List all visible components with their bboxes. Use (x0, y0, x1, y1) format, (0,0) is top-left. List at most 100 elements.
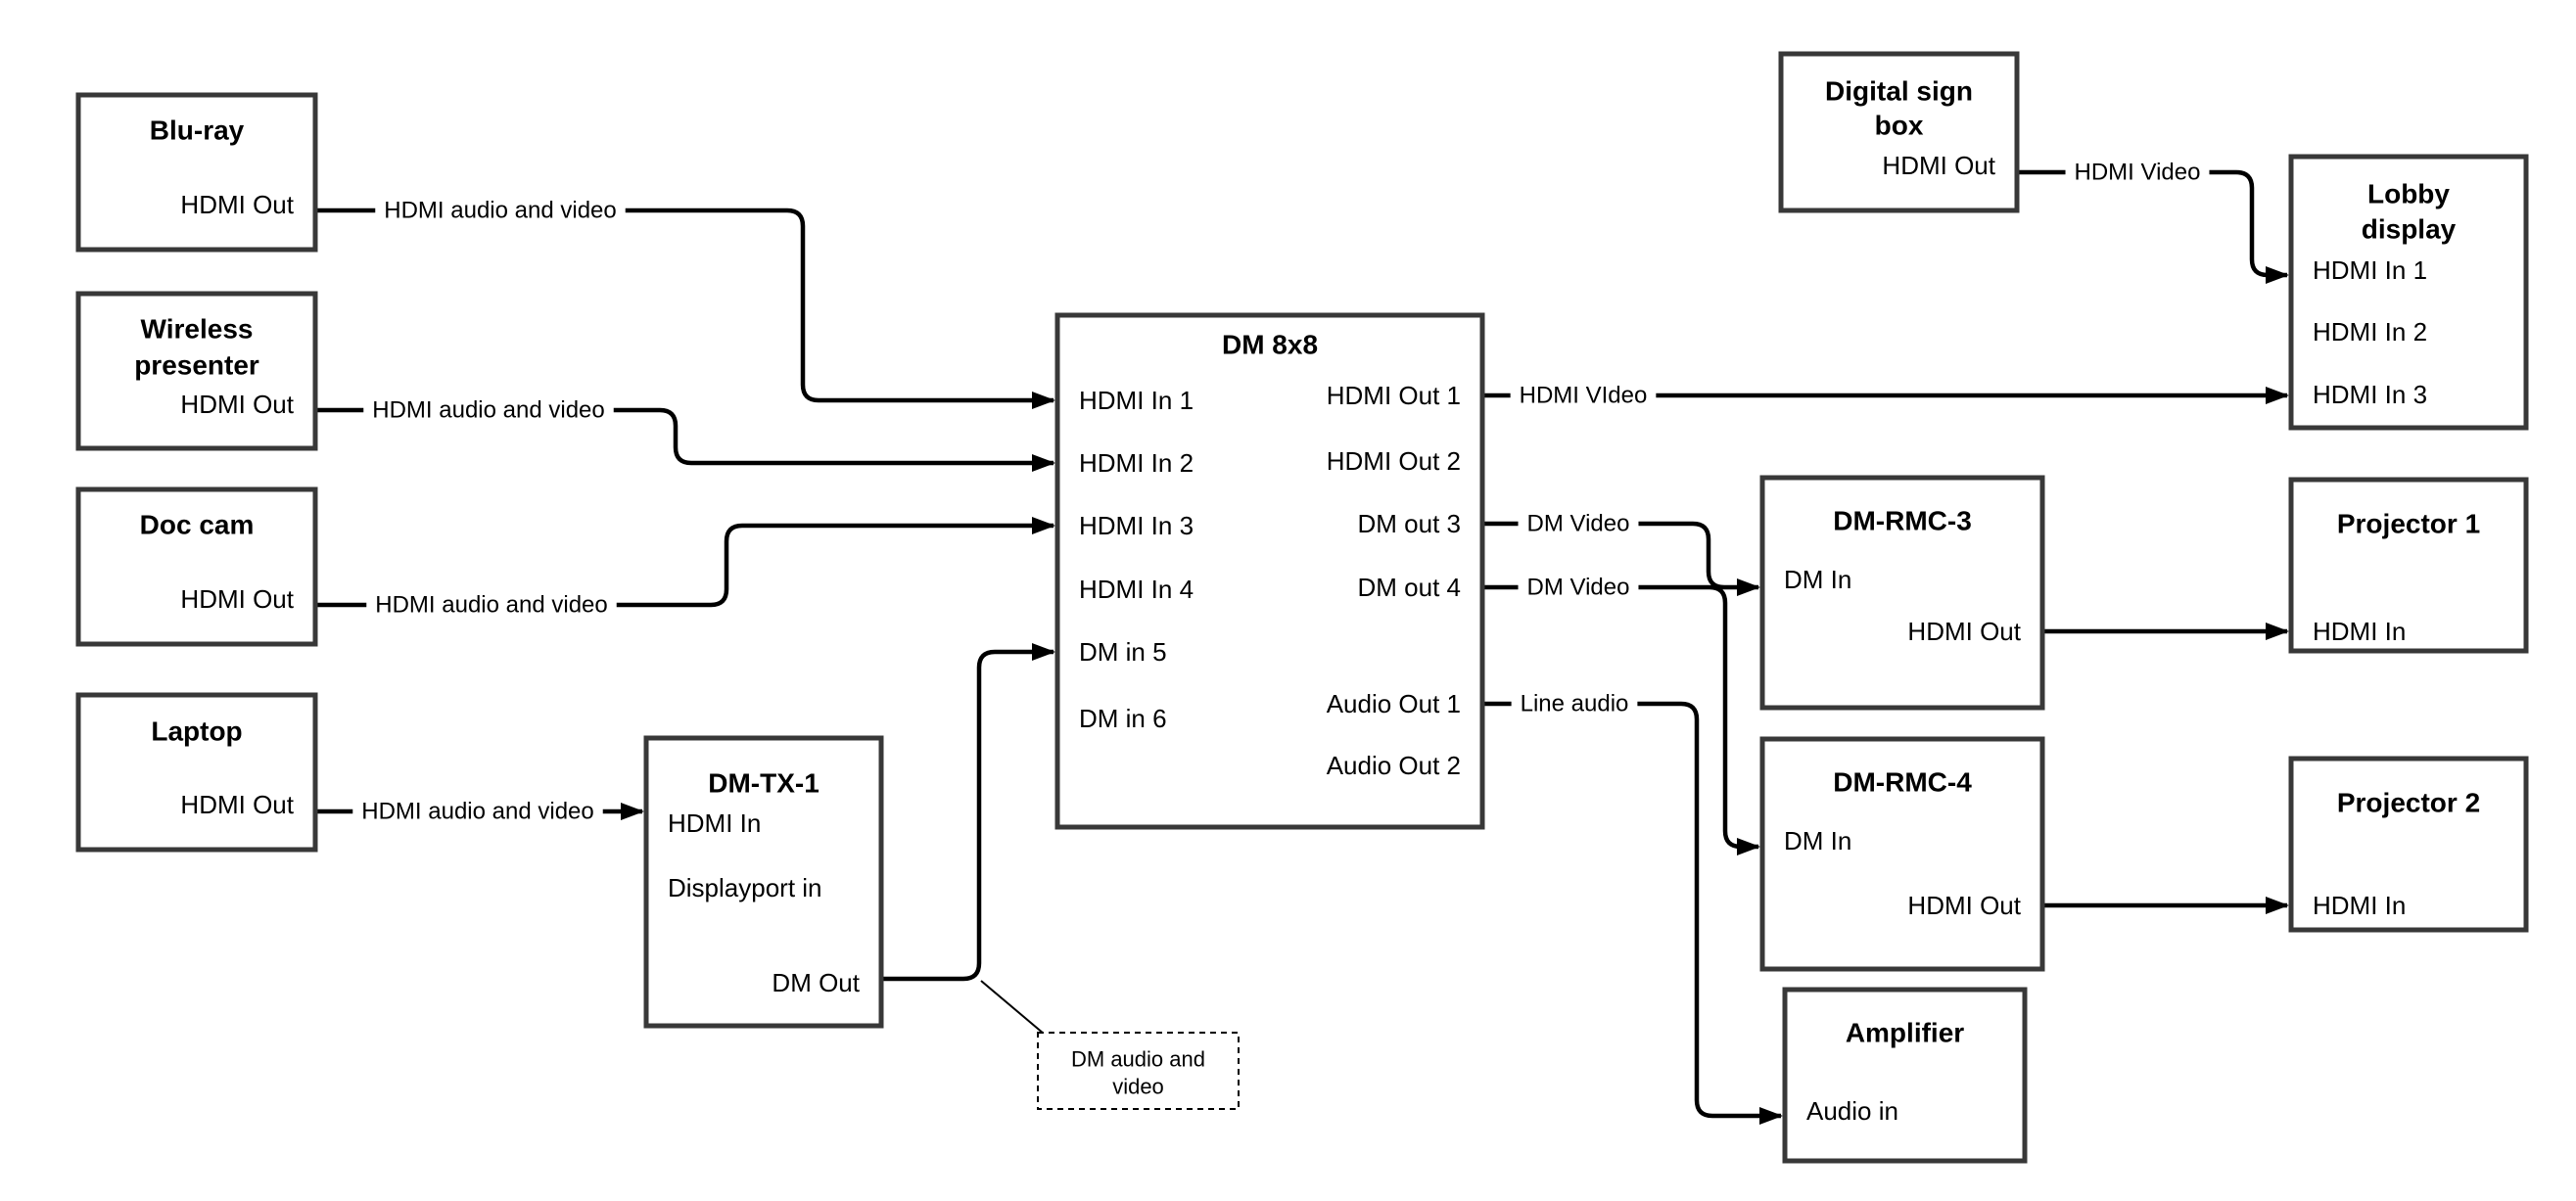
dm-rmc-4-port-dm-in: DM In (1784, 826, 1851, 855)
dm-rmc-4-port-hdmi-out: HDMI Out (1907, 891, 2021, 920)
laptop-title-line-1: Laptop (151, 716, 242, 747)
projector-1-port-hdmi-in: HDMI In (2313, 617, 2406, 646)
doc-cam-title-line-1: Doc cam (140, 510, 255, 540)
node-dm-rmc-3: DM-RMC-3 DM In HDMI Out (1759, 475, 2045, 711)
lobby-display-port-hdmi-in-2: HDMI In 2 (2313, 317, 2427, 346)
dm-tx-1-port-dm-out: DM Out (772, 968, 860, 997)
dm-8x8-port-hdmi-in-2: HDMI In 2 (1079, 448, 1194, 478)
amplifier-port-audio-in: Audio in (1806, 1096, 1898, 1126)
dm-8x8-port-hdmi-in-4: HDMI In 4 (1079, 575, 1194, 604)
node-projector-2: Projector 2 HDMI In (2288, 756, 2529, 933)
annotation-box (1037, 1032, 1240, 1110)
wire-label-bg-dm-hdmiout1-to-lobby-in3 (1510, 380, 1657, 411)
wire-label-bg-blu-ray-hdmi-to-dm-in1 (375, 195, 626, 226)
wireless-presenter-title-line-2: presenter (134, 350, 259, 381)
annotation-text-line-1: DM audio and (1071, 1047, 1205, 1072)
wire-label-bg-dm-out3-to-dm-rmc-3 (1518, 508, 1639, 539)
laptop-box (75, 692, 318, 853)
lobby-display-port-hdmi-in-1: HDMI In 1 (2313, 255, 2427, 285)
laptop-port-hdmi-out: HDMI Out (180, 790, 294, 819)
lobby-display-box (2288, 154, 2529, 431)
wire-doc-cam-hdmi-to-dm-in3 (315, 517, 1055, 608)
dm-rmc-4-title-line-1: DM-RMC-4 (1833, 767, 1972, 798)
doc-cam-port-hdmi-out: HDMI Out (180, 584, 294, 614)
dm-8x8-port-hdmi-in-1: HDMI In 1 (1079, 386, 1194, 415)
dm-rmc-3-port-hdmi-out: HDMI Out (1907, 617, 2021, 646)
projector-2-port-hdmi-in: HDMI In (2313, 891, 2406, 920)
blu-ray-box (75, 92, 318, 253)
wire-label-dm-audioout1-to-amplifier: Line audio (1521, 691, 1629, 717)
wire-label-blu-ray-hdmi-to-dm-in1: HDMI audio and video (384, 198, 616, 224)
digital-sign-box-port-hdmi-out: HDMI Out (1882, 151, 1995, 180)
dm-tx-1-port-displayport-in: Displayport in (668, 873, 822, 902)
dm-8x8-port-hdmi-in-3: HDMI In 3 (1079, 511, 1194, 540)
dm-8x8-port-hdmi-out-1: HDMI Out 1 (1327, 381, 1461, 410)
dm-8x8-port-audio-out-1: Audio Out 1 (1327, 689, 1461, 718)
dm-tx-1-port-hdmi-in: HDMI In (668, 808, 761, 838)
blu-ray-port-hdmi-out: HDMI Out (180, 190, 294, 219)
projector-1-box (2288, 477, 2529, 654)
wire-label-bg-laptop-hdmi-to-dm-tx-1 (352, 796, 603, 827)
dm-rmc-3-port-dm-in: DM In (1784, 565, 1851, 594)
wire-wireless-hdmi-to-dm-in2 (315, 407, 1055, 472)
wire-label-doc-cam-hdmi-to-dm-in3: HDMI audio and video (375, 592, 607, 619)
wire-label-bg-doc-cam-hdmi-to-dm-in3 (366, 589, 617, 621)
dm-8x8-port-hdmi-out-2: HDMI Out 2 (1327, 446, 1461, 476)
wire-dm-tx-1-dmout-to-dm-in5 (881, 643, 1055, 982)
lobby-display-port-hdmi-in-3: HDMI In 3 (2313, 380, 2427, 409)
dm-8x8-port-dm-in-5: DM in 5 (1079, 637, 1167, 667)
digital-sign-box-title-line-1: Digital sign (1825, 76, 1973, 107)
annotation-leader-line (980, 980, 1045, 1035)
dm-tx-1-box (643, 735, 884, 1029)
amplifier-title-line-1: Amplifier (1846, 1018, 1964, 1048)
dm-rmc-4-box (1759, 736, 2045, 972)
wire-label-bg-dm-out4-to-dm-rmc-4 (1518, 572, 1639, 603)
projector-2-title-line-1: Projector 2 (2337, 788, 2480, 818)
wire-label-wireless-hdmi-to-dm-in2: HDMI audio and video (372, 397, 604, 424)
annotation-text-line-2: video (1112, 1075, 1164, 1099)
dm-8x8-port-dm-in-6: DM in 6 (1079, 704, 1167, 733)
amplifier-box (1782, 987, 2028, 1164)
dm-8x8-box (1054, 312, 1485, 830)
dm-8x8-port-dm-out-3: DM out 3 (1358, 509, 1462, 538)
wire-dm-out4-to-dm-rmc-4 (1482, 584, 1760, 855)
lobby-display-title-line-2: display (2362, 214, 2457, 245)
wire-label-dm-out3-to-dm-rmc-3: DM Video (1527, 511, 1630, 537)
projector-1-title-line-1: Projector 1 (2337, 509, 2480, 539)
wireless-presenter-port-hdmi-out: HDMI Out (180, 390, 294, 419)
projector-2-box (2288, 756, 2529, 933)
wire-label-bg-wireless-hdmi-to-dm-in2 (363, 394, 614, 426)
dm-8x8-port-dm-out-4: DM out 4 (1358, 573, 1462, 602)
dm-rmc-3-box (1759, 475, 2045, 711)
doc-cam-box (75, 486, 318, 647)
annotation-dm-audio-and-video-note: DM audio and video (980, 980, 1240, 1110)
dm-8x8-title-line-1: DM 8x8 (1222, 330, 1318, 360)
blu-ray-title-line-1: Blu-ray (150, 115, 245, 146)
wire-label-dm-out4-to-dm-rmc-4: DM Video (1527, 575, 1630, 601)
node-projector-1: Projector 1 HDMI In (2288, 477, 2529, 654)
lobby-display-title-line-1: Lobby (2367, 179, 2450, 209)
wireless-presenter-title-line-1: Wireless (141, 314, 254, 345)
wire-label-dm-hdmiout1-to-lobby-in3: HDMI VIdeo (1520, 383, 1648, 409)
wire-label-laptop-hdmi-to-dm-tx-1: HDMI audio and video (361, 799, 593, 825)
dm-tx-1-title-line-1: DM-TX-1 (708, 768, 820, 799)
wire-label-digital-sign-hdmi-to-lobby-in1: HDMI Video (2075, 160, 2201, 186)
wire-label-bg-digital-sign-hdmi-to-lobby-in1 (2065, 157, 2210, 188)
digital-sign-box-box (1778, 51, 2020, 213)
wireless-presenter-box (75, 291, 318, 451)
dm-rmc-3-title-line-1: DM-RMC-3 (1833, 506, 1972, 536)
digital-sign-box-title-line-2: box (1875, 111, 1924, 141)
